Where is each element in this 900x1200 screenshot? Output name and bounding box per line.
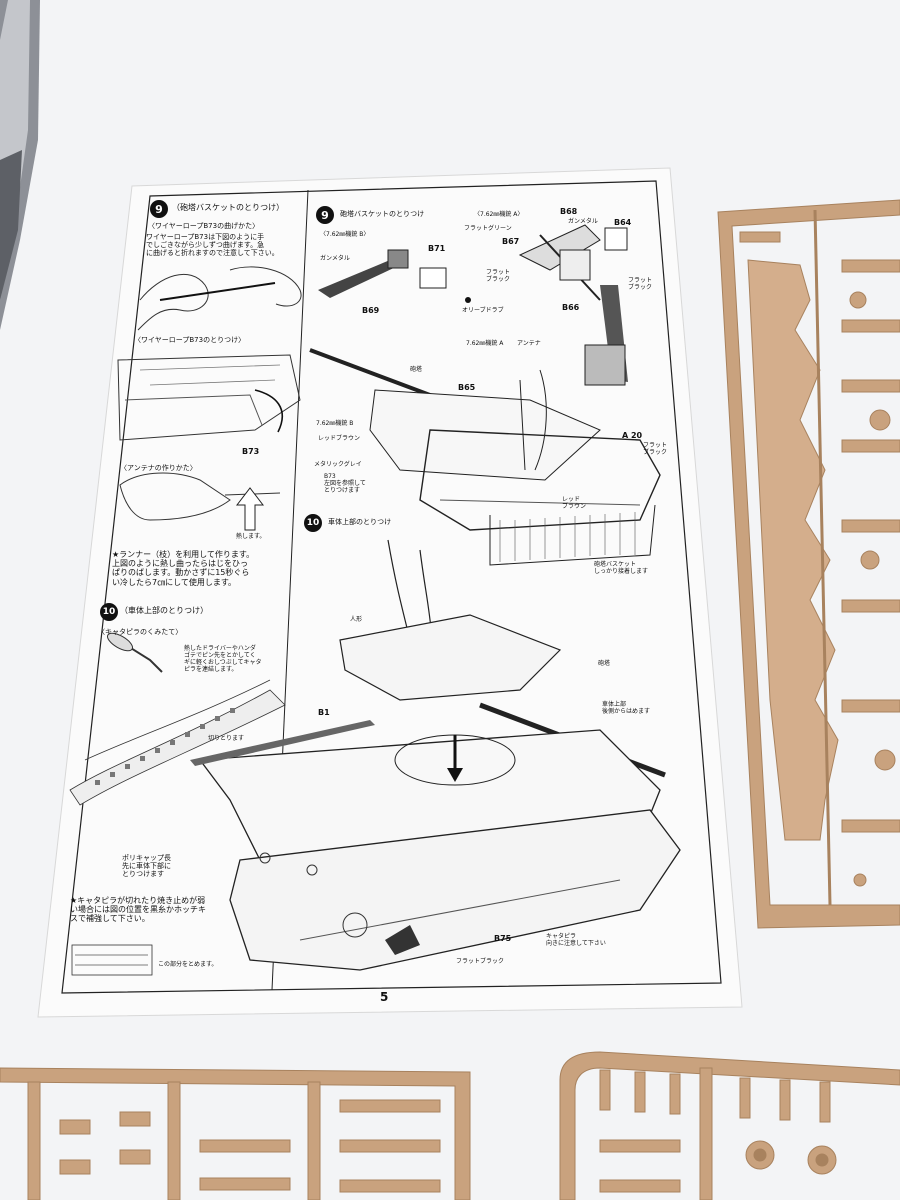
track-heading: 〈キャタピラのくみたて〉 <box>98 628 183 636</box>
flat-black-label-1: フラット ブラック <box>486 269 511 283</box>
wire-attach-heading: 〈ワイヤーロープB73のとりつけ〉 <box>134 336 246 344</box>
staple-note: この部分をとめます。 <box>158 961 218 968</box>
track-text: 熱したドライバーやハンダ ゴテでピン先をとかしてく ギに軽くおしつぶしてキャタ … <box>184 645 262 673</box>
cut-label: 切りとります <box>208 735 245 742</box>
step9-left-title: （砲塔バスケットのとりつけ） <box>172 203 285 212</box>
bottom-left-sprue <box>0 1067 471 1200</box>
instruction-sheet <box>37 167 743 1018</box>
b73-label: B73 <box>242 447 260 456</box>
gunmetal-label-2: ガンメタル <box>568 218 598 225</box>
b73-reference: B73 左図を参照して とりつけます <box>324 473 366 494</box>
poly-cap-note: ポリキャップ長 先に車体下部に とりつけます <box>122 854 171 879</box>
step10-right-badge: 10 <box>304 514 322 532</box>
step9-right-title: 砲塔バスケットのとりつけ <box>340 210 425 218</box>
flat-black-label-4: フラットブラック <box>456 958 505 965</box>
heat-label: 熱します。 <box>236 533 266 540</box>
step10-right-title: 車体上部のとりつけ <box>328 518 392 526</box>
a20-label: A 20 <box>622 431 643 440</box>
b1-label: B1 <box>318 708 330 717</box>
right-sprue <box>717 199 900 929</box>
step9-left-badge: 9 <box>150 200 168 218</box>
b75-label: B75 <box>494 934 512 943</box>
flat-black-label-2: フラット ブラック <box>628 277 653 291</box>
turret-label: 砲塔 <box>410 366 423 373</box>
antenna-label: アンテナ <box>517 340 541 347</box>
step10-left-title: （車体上部のとりつけ） <box>120 606 209 615</box>
b67-label: B67 <box>502 237 520 246</box>
antenna-heading: 〈アンテナの作りかた〉 <box>120 464 197 472</box>
patch-note: ★キャタピラが切れたり焼き止めが弱 い場合には図の位置を黒糸かホッチキ スで補強… <box>70 896 206 924</box>
b68-label: B68 <box>560 207 578 216</box>
b71-label: B71 <box>428 244 446 253</box>
hull-note: 車体上部 後側からはめます <box>602 701 651 715</box>
step9-right-badge: 9 <box>316 206 334 224</box>
mg-b-heading: 〈7.62㎜機銃 B〉 <box>320 231 370 238</box>
b66-label: B66 <box>562 303 580 312</box>
turret-label-2: 砲塔 <box>598 660 611 667</box>
metallic-grey-label: メタリックグレイ <box>314 461 362 468</box>
b64-label: B64 <box>614 218 632 227</box>
flat-black-label-3: フラット ブラック <box>643 442 668 456</box>
wire-bend-heading: 〈ワイヤーロープB73の曲げかた〉 <box>148 222 260 230</box>
mg-b-label: 7.62㎜機銃 B <box>316 420 354 427</box>
figure-label: 人形 <box>350 616 363 623</box>
wire-bend-text: ワイヤーロープB73は下図のように手 でしごきながら少しずつ曲げます。急 に曲げ… <box>146 233 279 258</box>
step10-left-badge: 10 <box>100 603 118 621</box>
basket-note: 砲塔バスケット しっかり接着します <box>594 561 649 575</box>
red-brown-label-2: レッド ブラウン <box>562 496 587 510</box>
b65-label: B65 <box>458 383 476 392</box>
bottom-right-sprue <box>559 1051 900 1200</box>
b69-label: B69 <box>362 306 380 315</box>
red-brown-label: レッドブラウン <box>318 435 361 442</box>
track-direction-note: キャタピラ 向きに注意して下さい <box>546 933 606 947</box>
flat-green-label: フラットグリーン <box>464 225 512 232</box>
olive-drab-label: オリーブドラブ <box>462 307 504 314</box>
page-number: 5 <box>380 990 389 1004</box>
mg-a-heading: 〈7.62㎜機銃 A〉 <box>474 211 524 218</box>
gunmetal-label: ガンメタル <box>320 255 350 262</box>
antenna-text: ★ランナー（枝）を利用して作ります。 上図のように熱し曲ったらはじをひっ ぱりの… <box>112 550 255 587</box>
mg-a-label: 7.62㎜機銃 A <box>466 340 504 347</box>
